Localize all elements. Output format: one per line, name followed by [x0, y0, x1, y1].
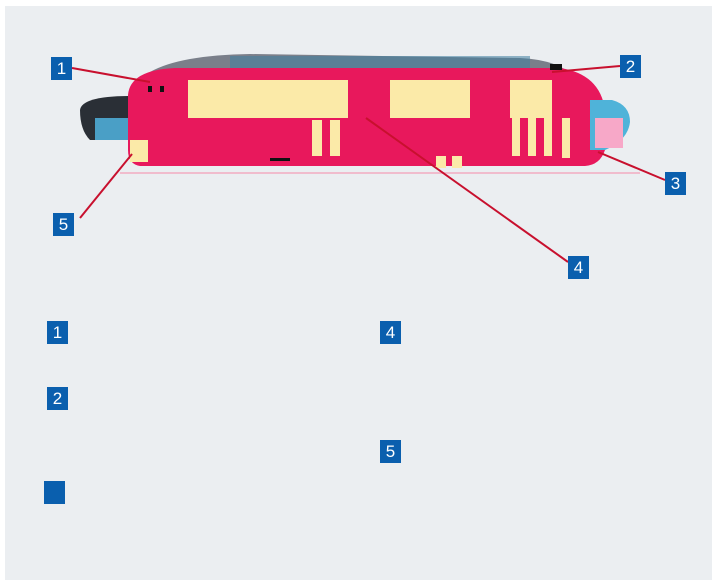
pantograph-base	[550, 64, 562, 70]
right-skirt	[595, 118, 623, 148]
door-2	[330, 120, 340, 156]
callout-badge-1: 1	[51, 57, 72, 80]
leader-line-5	[79, 153, 133, 219]
window-band-1	[188, 80, 348, 118]
door-5	[544, 118, 552, 156]
underframe-mark	[270, 158, 290, 161]
legend-badge-5: 5	[380, 440, 401, 463]
detail-mark	[148, 86, 152, 92]
leader-line-3	[597, 151, 666, 181]
callout-badge-5: 5	[53, 213, 74, 236]
door-3	[512, 118, 520, 156]
window-band-3	[510, 80, 552, 118]
leader-line-4	[365, 117, 569, 263]
legend-badge-4: 4	[380, 321, 401, 344]
track-line	[120, 172, 640, 174]
callout-badge-3: 3	[665, 172, 686, 195]
left-lamp	[130, 140, 148, 162]
legend-badge-2: 2	[47, 387, 68, 410]
detail-mark	[160, 86, 164, 92]
step-1	[436, 156, 446, 168]
step-2	[452, 156, 462, 168]
callout-badge-4: 4	[568, 256, 589, 279]
door-6	[562, 118, 570, 158]
window-band-2	[390, 80, 470, 118]
legend-badge-blank	[44, 481, 65, 504]
callout-badge-2: 2	[620, 55, 641, 78]
door-4	[528, 118, 536, 156]
door-1	[312, 120, 322, 156]
leader-line-1	[71, 67, 151, 83]
leader-line-2	[551, 65, 621, 73]
legend-badge-1: 1	[47, 321, 68, 344]
